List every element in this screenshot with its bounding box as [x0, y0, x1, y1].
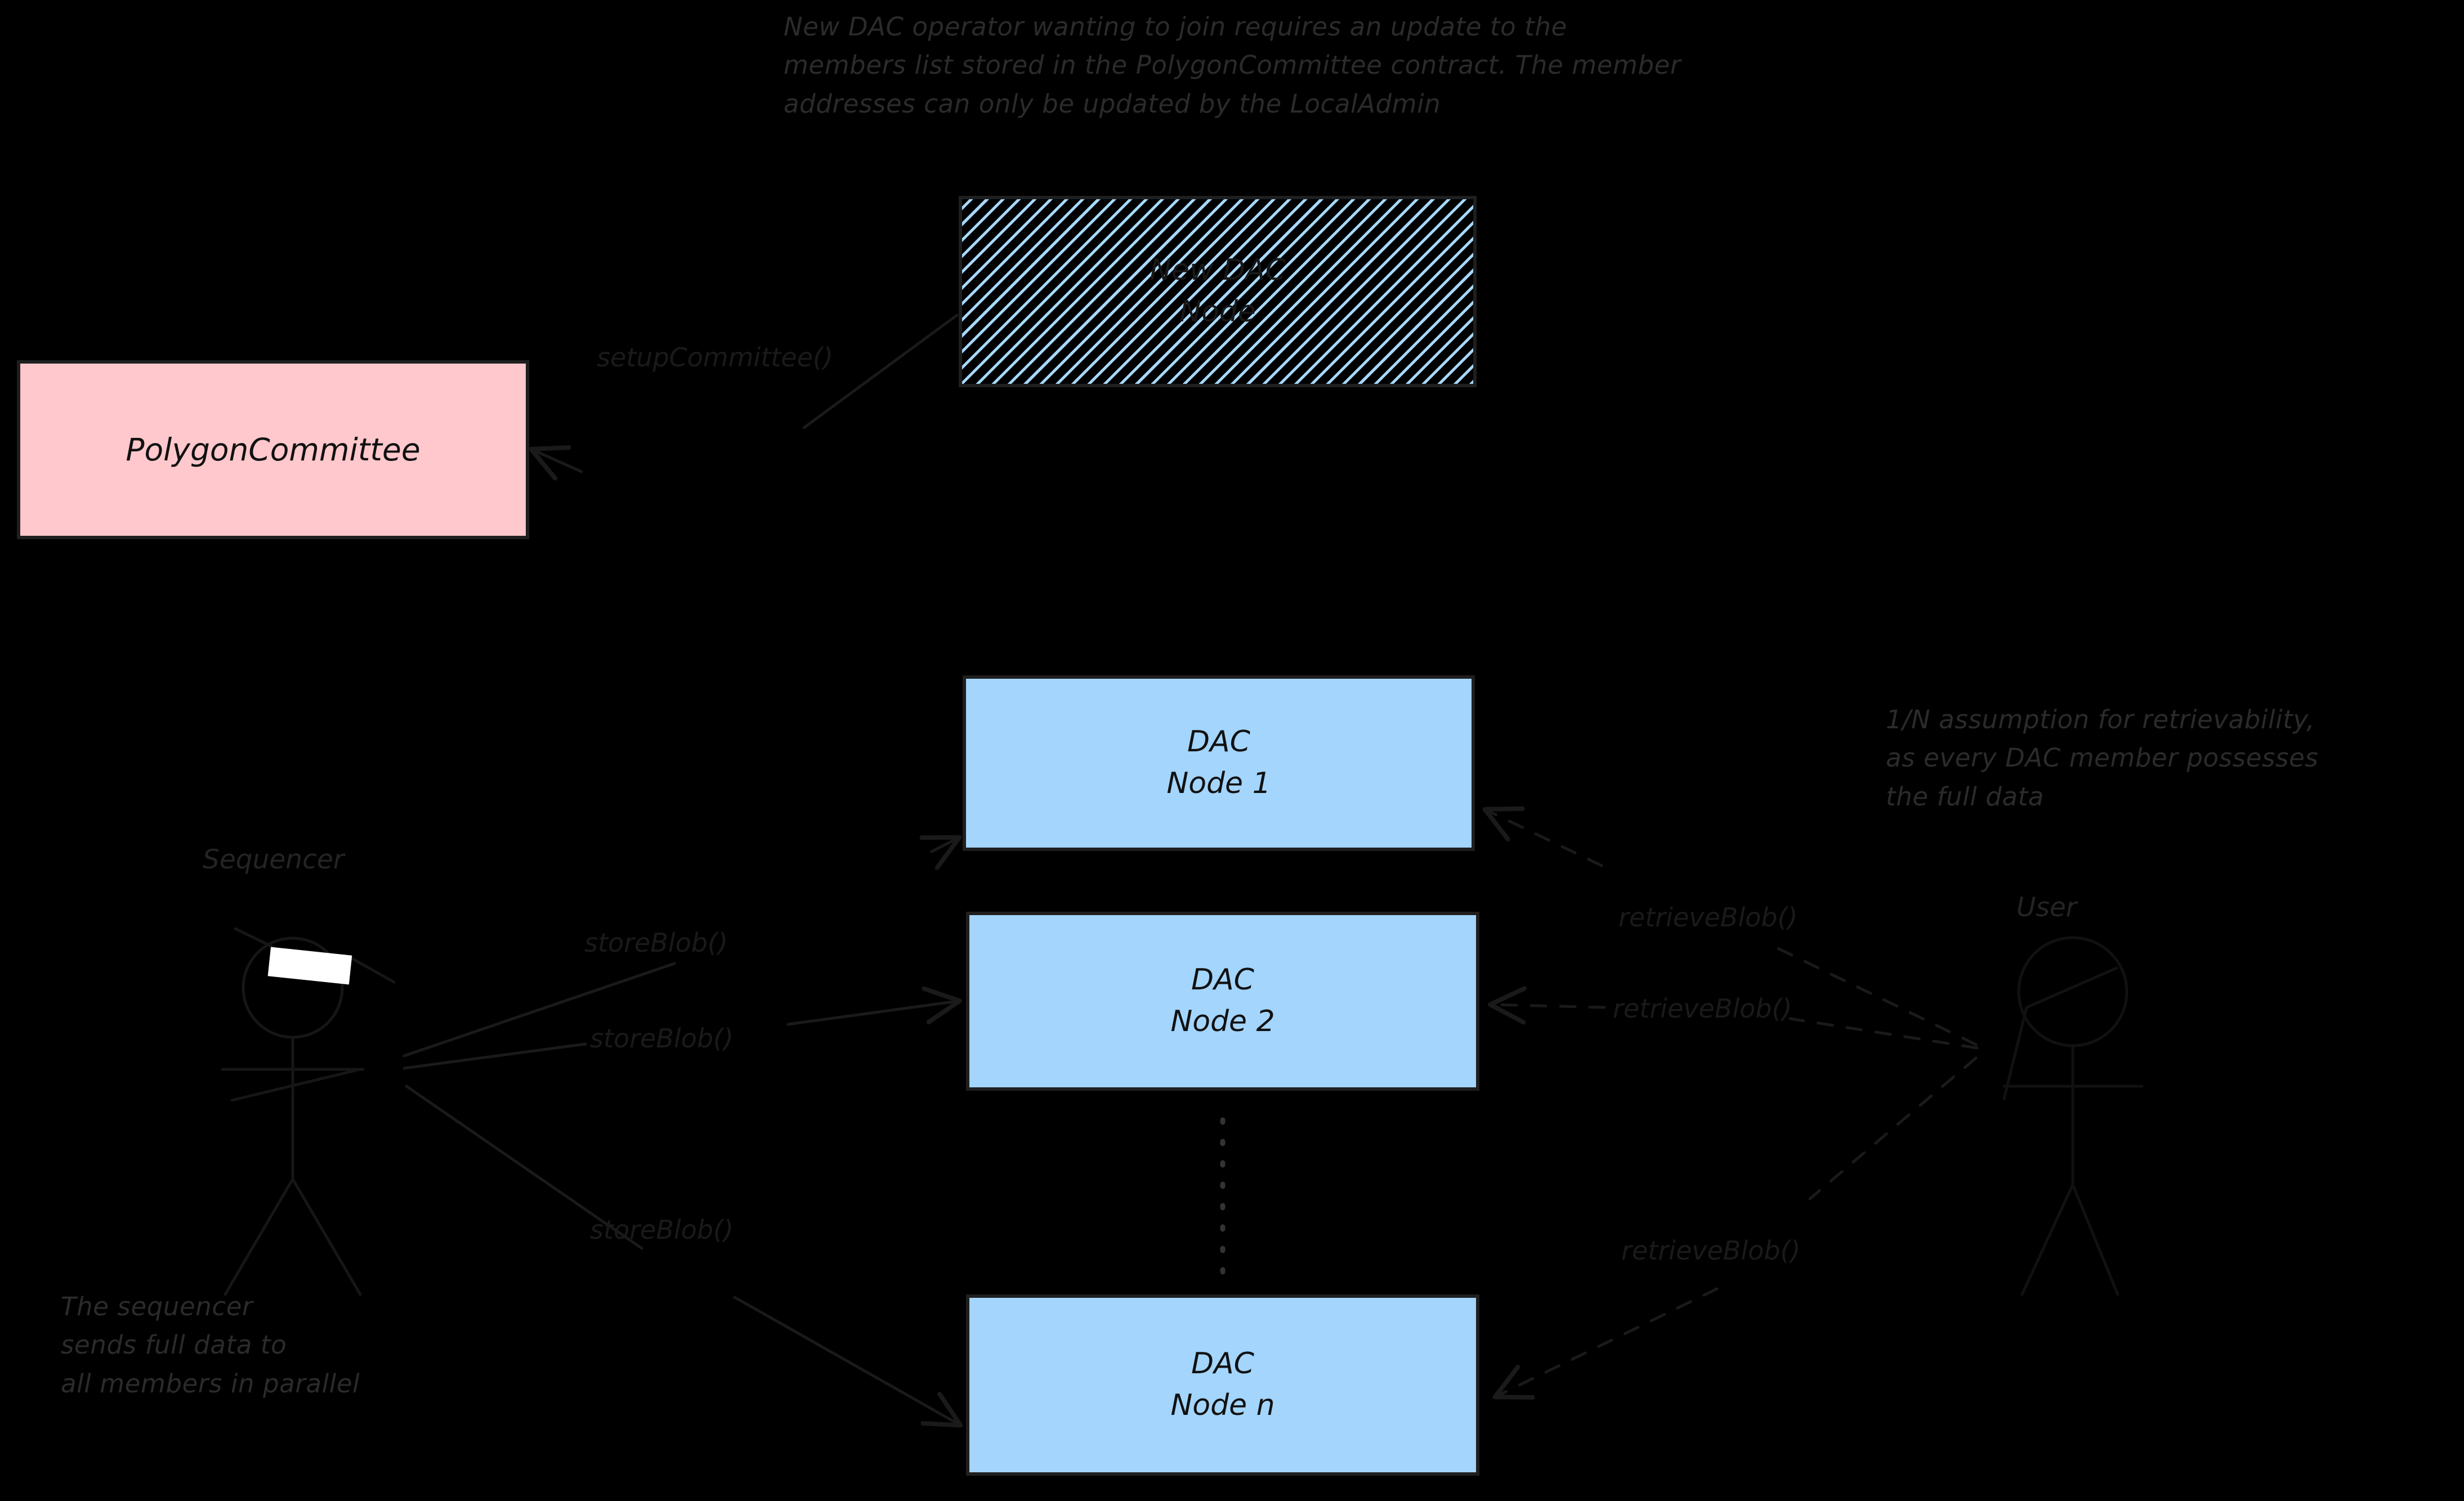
edge-label-retrieve-blob-2: retrieveBlob()	[1613, 993, 1792, 1024]
box-label-line-1: DAC	[1191, 963, 1254, 997]
sequencer-figure	[221, 927, 396, 1296]
box-label-line-1: New DAC	[1150, 253, 1286, 288]
user-figure	[2002, 936, 2144, 1296]
annotation-note-bottom: The sequencer sends full data to all mem…	[61, 1292, 360, 1399]
box-label-line-2: Node	[1179, 295, 1256, 329]
box-label-line-1: PolygonCommittee	[126, 431, 421, 468]
edge-label-store-blob-3: storeBlob()	[590, 1215, 734, 1245]
edge-setup-committee	[529, 313, 959, 481]
node-polygon-committee[interactable]: PolygonCommittee	[17, 360, 529, 539]
edge-label-store-blob-2: storeBlob()	[590, 1023, 734, 1054]
box-label-line-2: Node 2	[1170, 1005, 1275, 1038]
actor-label-user: User	[2016, 892, 2077, 923]
edge-label-setup-committee: setupCommittee()	[597, 342, 833, 373]
node-dac-node-n[interactable]: DAC Node n	[966, 1294, 1479, 1476]
edge-retrieve-blob-3	[1492, 1056, 1978, 1400]
box-label-line-1: DAC	[1187, 725, 1250, 759]
edge-label-store-blob-1: storeBlob()	[584, 928, 728, 958]
node-dac-node-2[interactable]: DAC Node 2	[966, 912, 1479, 1091]
box-label-line-1: DAC	[1191, 1347, 1254, 1381]
node-dac-node-1[interactable]: DAC Node 1	[963, 675, 1475, 851]
node-new-dac-node[interactable]: New DAC Node	[959, 196, 1477, 387]
annotation-note-top: New DAC operator wanting to join require…	[784, 12, 1681, 119]
edge-label-retrieve-blob-3: retrieveBlob()	[1621, 1235, 1801, 1266]
sequencer-highlight-rect	[267, 947, 352, 985]
actor-label-sequencer: Sequencer	[203, 844, 345, 875]
edge-store-blob-3	[405, 1085, 963, 1428]
edge-label-retrieve-blob-1: retrieveBlob()	[1618, 902, 1798, 933]
box-label-line-2: Node n	[1170, 1388, 1275, 1422]
annotation-note-right: 1/N assumption for retrievability, as ev…	[1886, 705, 2319, 812]
box-label-line-2: Node 1	[1166, 767, 1271, 800]
